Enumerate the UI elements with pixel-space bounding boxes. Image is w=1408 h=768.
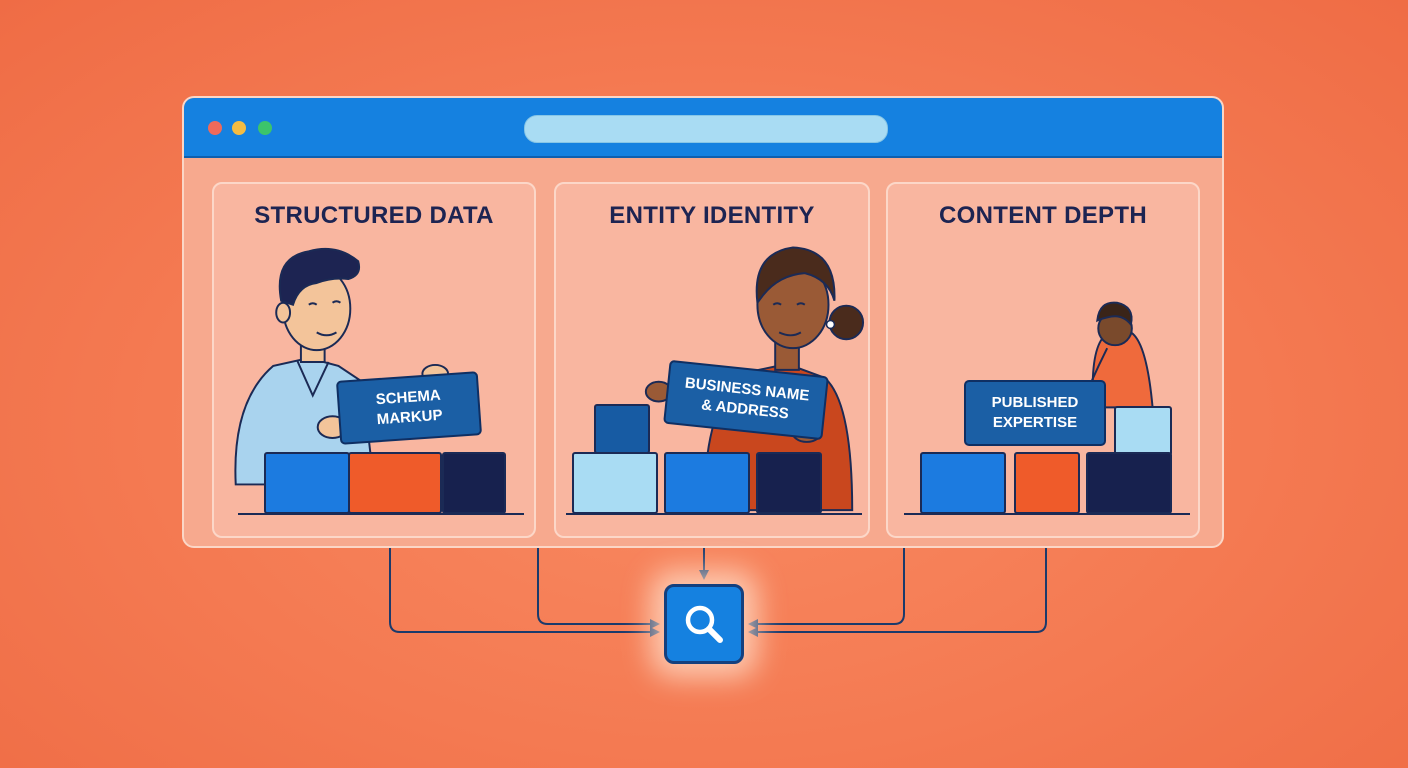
sign-published-expertise: PUBLISHED EXPERTISE	[964, 380, 1106, 446]
panel-title-content-depth: CONTENT DEPTH	[939, 202, 1147, 229]
panel-title-structured-data: STRUCTURED DATA	[254, 202, 494, 229]
panel-structured-data: STRUCTURED DATA SCHEMA MARKUP	[212, 182, 536, 538]
shelf-line	[566, 513, 862, 515]
shelf-line	[904, 513, 1190, 515]
block-orange	[1014, 452, 1080, 514]
block-dark-blue	[594, 404, 650, 454]
close-window-dot[interactable]	[208, 121, 222, 135]
block-blue	[664, 452, 750, 514]
shelf-line	[238, 513, 524, 515]
magnifier-icon	[685, 605, 723, 643]
minimize-window-dot[interactable]	[232, 121, 246, 135]
block-navy	[1086, 452, 1172, 514]
block-blue	[920, 452, 1006, 514]
block-navy	[756, 452, 822, 514]
child-figure-illustration	[1077, 301, 1154, 409]
browser-title-bar	[184, 98, 1222, 158]
browser-window: STRUCTURED DATA SCHEMA MARKUP ENT	[182, 96, 1224, 548]
address-bar[interactable]	[524, 115, 888, 143]
maximize-window-dot[interactable]	[258, 121, 272, 135]
search-button[interactable]	[664, 584, 744, 664]
block-blue	[264, 452, 350, 514]
panel-entity-identity: ENTITY IDENTITY BUSINESS NAME & ADD	[554, 182, 870, 538]
connector-structured-bottom	[389, 516, 660, 637]
panel-content-depth: CONTENT DEPTH PUBLISHED EXPERTISE	[886, 182, 1200, 538]
panel-title-entity-identity: ENTITY IDENTITY	[609, 202, 815, 229]
connector-content-bottom	[748, 516, 1047, 637]
block-navy	[442, 452, 506, 514]
sign-schema-markup: SCHEMA MARKUP	[335, 371, 483, 445]
block-light-blue	[572, 452, 658, 514]
block-orange	[348, 452, 442, 514]
block-light-blue	[1114, 406, 1172, 456]
